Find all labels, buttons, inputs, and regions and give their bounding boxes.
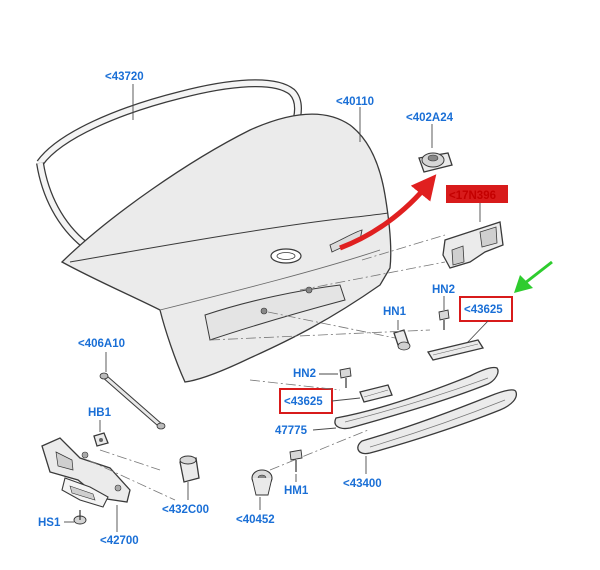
license-bracket: [442, 221, 504, 269]
lamp-right-label: <43625: [464, 304, 503, 316]
red-callout-arrow: [339, 174, 437, 251]
lamp-right-leader: [465, 320, 489, 345]
bracket-label: <17N396: [449, 190, 496, 202]
moulding-leader: [312, 427, 337, 431]
license-lamp-left: [359, 384, 393, 403]
hn1-dashline: [267, 311, 396, 339]
badge-emblem: [270, 248, 302, 264]
buffer-label: <432C00: [162, 504, 209, 516]
lamp-dashline: [209, 329, 431, 341]
hm1-label: HM1: [284, 485, 309, 497]
lamp-left-label: <43625: [284, 396, 323, 408]
bump-stop: [418, 152, 453, 173]
license-lamp-right: [426, 339, 485, 361]
nut-hn1: [393, 329, 411, 351]
bracket-dashline: [361, 234, 446, 261]
green-arrow-shaft: [524, 260, 553, 285]
hinge-dashline-2: [87, 459, 176, 501]
trunk-lid: [60, 113, 392, 383]
rubber-buffer: [179, 455, 200, 483]
bracket-label-highlight: [446, 185, 508, 203]
green-arrow-head: [514, 275, 533, 293]
screw-hn2-right: [438, 309, 450, 330]
screw-hs1: [73, 510, 87, 525]
bracket-dashline-2: [299, 261, 446, 291]
hn1-label: HN1: [383, 306, 407, 318]
bolt-hb1: [93, 432, 109, 447]
trunk-lid-label: <40110: [336, 96, 374, 108]
lamp-left-leader: [331, 397, 361, 402]
lamp-right-highlight: [459, 296, 513, 322]
tailgate-moulding: [334, 366, 499, 430]
grommet-label: <40452: [236, 514, 275, 526]
screw-hm1: [289, 449, 303, 472]
moulding-label: 47775: [275, 425, 308, 437]
gas-strut-label: <406A10: [78, 338, 125, 350]
hinge-assembly: [41, 437, 131, 508]
gas-strut: [99, 372, 166, 430]
hinge-label: <42700: [100, 535, 139, 547]
grommet: [251, 469, 273, 496]
weatherstrip-seal: [36, 79, 302, 249]
hn2-right-label: HN2: [432, 284, 455, 296]
hn2-left-label: HN2: [293, 368, 316, 380]
hs1-label: HS1: [38, 517, 61, 529]
garnish-strip: [357, 389, 518, 455]
bump-stop-label: <402A24: [406, 112, 454, 124]
lamp-dashline-2: [249, 379, 341, 391]
hinge-dashline: [99, 449, 161, 471]
screw-hn2-left: [339, 367, 352, 388]
hb1-label: HB1: [88, 407, 112, 419]
seal-label: <43720: [105, 71, 144, 83]
garnish-label: <43400: [343, 478, 382, 490]
